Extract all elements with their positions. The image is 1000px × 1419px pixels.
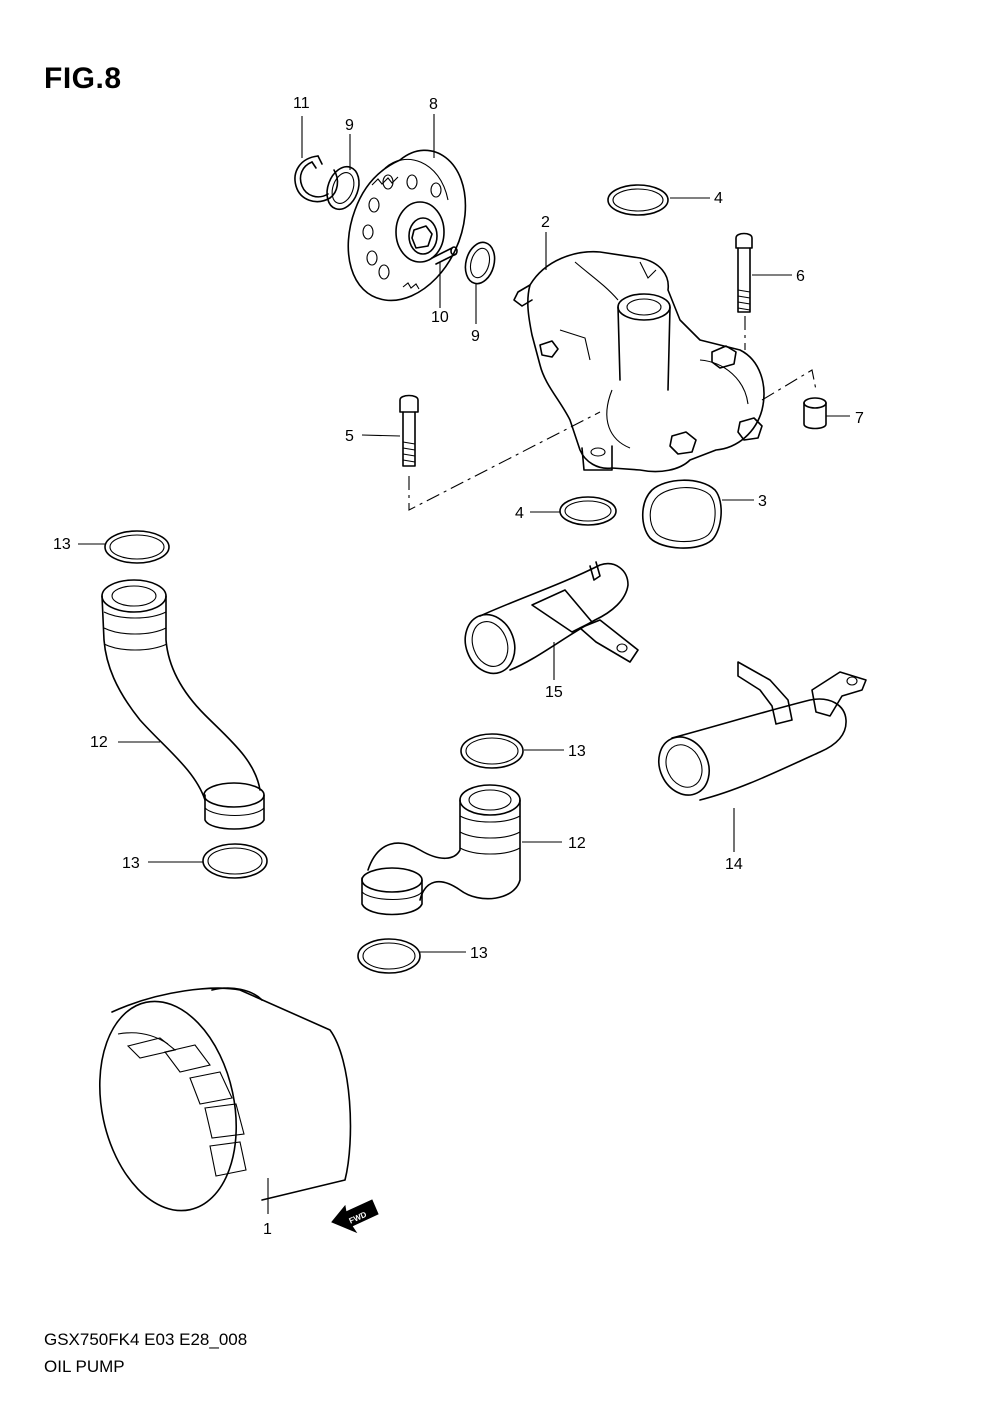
part-13-o-ring-lower-left <box>202 843 268 879</box>
part-4-o-ring-lower <box>559 496 617 526</box>
callout-7: 7 <box>855 410 864 427</box>
fwd-arrow-icon: FWD <box>331 1199 379 1234</box>
callout-13-middle: 13 <box>568 743 586 760</box>
part-1-oil-filter <box>98 987 352 1212</box>
dashed-guide-5 <box>408 411 601 511</box>
callout-8: 8 <box>429 96 438 113</box>
part-13-o-ring-lower-middle <box>357 938 421 974</box>
part-13-o-ring-upper-left <box>104 530 170 564</box>
figure-title: FIG.8 <box>44 62 122 95</box>
callout-11: 11 <box>293 95 310 112</box>
callout-15: 15 <box>545 684 563 701</box>
part-3-gasket <box>641 479 722 549</box>
callout-13-lower-middle: 13 <box>470 945 488 962</box>
callout-3: 3 <box>758 493 767 510</box>
callout-10: 10 <box>431 309 449 326</box>
callout-5: 5 <box>345 428 354 445</box>
part-7-dowel <box>803 397 827 430</box>
callout-13-upper-left: 13 <box>53 536 71 553</box>
callout-4-lower: 4 <box>515 505 524 522</box>
callout-4-upper: 4 <box>714 190 723 207</box>
callout-9-lower: 9 <box>471 328 480 345</box>
model-code: GSX750FK4 E03 E28_008 <box>44 1330 248 1349</box>
callout-14: 14 <box>725 856 743 873</box>
callout-6: 6 <box>796 268 805 285</box>
part-14-strainer-pipe <box>658 661 867 801</box>
part-9-washer-upper <box>326 165 360 211</box>
part-6-bolt <box>735 232 753 313</box>
part-13-o-ring-middle <box>460 733 524 769</box>
callout-labels: 11 9 8 10 9 2 4 6 5 7 4 3 13 12 13 15 13… <box>53 95 864 1238</box>
part-12-oil-pipe-left <box>101 579 265 830</box>
part-2-pump-body <box>513 250 765 473</box>
callout-13-lower-left: 13 <box>122 855 140 872</box>
part-12-oil-pipe-middle <box>361 784 521 916</box>
callout-1: 1 <box>263 1221 272 1238</box>
part-15-strainer-pipe <box>464 561 639 675</box>
part-10-pin <box>431 246 458 265</box>
diagram-title: OIL PUMP <box>44 1357 125 1376</box>
dashed-guide-7 <box>761 369 817 401</box>
leader-lines <box>78 114 850 1214</box>
callout-12-left: 12 <box>90 734 108 751</box>
part-5-bolt <box>399 394 419 467</box>
callout-9-upper: 9 <box>345 117 354 134</box>
callout-12-middle: 12 <box>568 835 586 852</box>
part-8-pump-gear <box>347 149 467 302</box>
part-4-o-ring-upper <box>607 184 669 216</box>
callout-2: 2 <box>541 214 550 231</box>
part-9-washer-lower <box>464 241 496 285</box>
part-11-circlip <box>294 155 339 203</box>
